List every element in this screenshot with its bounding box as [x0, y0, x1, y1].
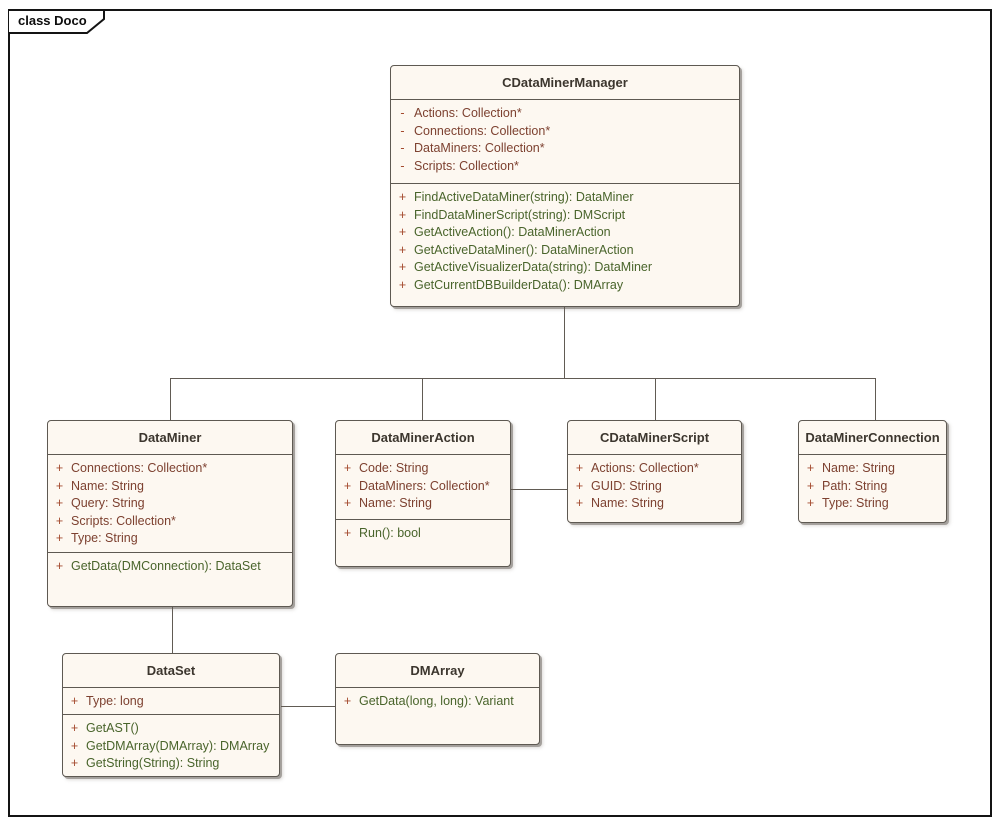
attribute-row: +Name: String [55, 478, 144, 493]
method-row: +GetActiveVisualizerData(string): DataMi… [398, 260, 653, 274]
connector-branch-dataminer-action[interactable] [422, 378, 423, 420]
attributes-compartment: +Code: String +DataMiners: Collection* +… [336, 454, 510, 519]
method-row: +FindDataMinerScript(string): DMScript [398, 207, 626, 222]
methods-compartment: +GetAST() +GetDMArray(DMArray): DMArray … [63, 714, 279, 776]
attribute-row: +Connections: Collection* [55, 461, 208, 475]
method-row: +GetDMArray(DMArray): DMArray [70, 738, 270, 753]
class-title: DataSet [146, 663, 196, 678]
connector-manager-trunk[interactable] [564, 307, 565, 378]
frame-tab-label: class Doco [18, 13, 87, 28]
attribute-row: -Actions: Collection* [400, 106, 522, 120]
methods-compartment: +FindActiveDataMiner(string): DataMiner … [391, 183, 739, 306]
class-title: DataMiner [138, 430, 202, 445]
attributes-compartment: -Actions: Collection* -Connections: Coll… [391, 99, 739, 183]
connector-dataset-dmarray[interactable] [281, 706, 335, 707]
connector-action-script[interactable] [511, 489, 567, 490]
attribute-row: +Name: String [343, 496, 432, 510]
attributes-compartment: +Type: long [63, 687, 279, 714]
class-cdataminerscript[interactable]: CDataMinerScript +Actions: Collection* +… [567, 420, 742, 523]
class-datamineraction[interactable]: DataMinerAction +Code: String +DataMiner… [335, 420, 511, 567]
class-dataset[interactable]: DataSet +Type: long +GetAST() +GetDMArra… [62, 653, 280, 777]
class-title: DataMinerAction [371, 430, 475, 445]
class-dataminer[interactable]: DataMiner +Connections: Collection* +Nam… [47, 420, 293, 607]
attribute-row: +Scripts: Collection* [55, 513, 176, 528]
method-row: +GetAST() [70, 721, 139, 735]
method-row: +GetString(String): String [70, 756, 220, 770]
attribute-row: +DataMiners: Collection* [343, 478, 490, 493]
methods-compartment: +GetData(long, long): Variant [336, 687, 539, 744]
attributes-compartment: +Connections: Collection* +Name: String … [48, 454, 292, 552]
attribute-row: +Path: String [806, 478, 888, 493]
method-row: +FindActiveDataMiner(string): DataMiner [398, 190, 634, 204]
connector-dataminer-dataset[interactable] [172, 607, 173, 653]
attribute-row: +Actions: Collection* [575, 461, 699, 475]
attributes-compartment: +Actions: Collection* +GUID: String +Nam… [568, 454, 741, 522]
connector-branch-dataminer[interactable] [170, 378, 171, 420]
attribute-row: +Name: String [806, 461, 895, 475]
attribute-row: +Type: long [70, 694, 144, 708]
method-row: +Run(): bool [343, 526, 421, 540]
attributes-compartment: +Name: String +Path: String +Type: Strin… [799, 454, 946, 522]
attribute-row: -Connections: Collection* [400, 123, 551, 138]
method-row: +GetData(DMConnection): DataSet [55, 559, 261, 573]
method-row: +GetData(long, long): Variant [343, 694, 514, 708]
class-title: CDataMinerManager [502, 75, 628, 90]
connector-branch-horizontal[interactable] [170, 378, 876, 379]
class-title: DataMinerConnection [805, 430, 940, 445]
attribute-row: -Scripts: Collection* [400, 158, 519, 173]
method-row: +GetActiveAction(): DataMinerAction [398, 225, 611, 239]
attribute-row: +Name: String [575, 496, 664, 510]
class-title: DMArray [410, 663, 465, 678]
attribute-row: -DataMiners: Collection* [400, 141, 545, 155]
class-cdataminermanager[interactable]: CDataMinerManager -Actions: Collection* … [390, 65, 740, 307]
attribute-row: +Code: String [343, 461, 429, 475]
attribute-row: +GUID: String [575, 478, 662, 493]
attribute-row: +Type: String [806, 496, 889, 510]
frame-tab [8, 9, 105, 34]
method-row: +GetActiveDataMiner(): DataMinerAction [398, 242, 634, 257]
class-dmarray[interactable]: DMArray +GetData(long, long): Variant [335, 653, 540, 745]
connector-branch-cdataminerscript[interactable] [655, 378, 656, 420]
methods-compartment: +GetData(DMConnection): DataSet [48, 552, 292, 606]
attribute-row: +Type: String [55, 531, 138, 545]
class-title: CDataMinerScript [599, 430, 710, 445]
class-dataminerconnection[interactable]: DataMinerConnection +Name: String +Path:… [798, 420, 947, 523]
method-row: +GetCurrentDBBuilderData(): DMArray [398, 277, 624, 292]
attribute-row: +Query: String [55, 496, 145, 510]
connector-branch-dataminerconnection[interactable] [875, 378, 876, 420]
methods-compartment: +Run(): bool [336, 519, 510, 566]
